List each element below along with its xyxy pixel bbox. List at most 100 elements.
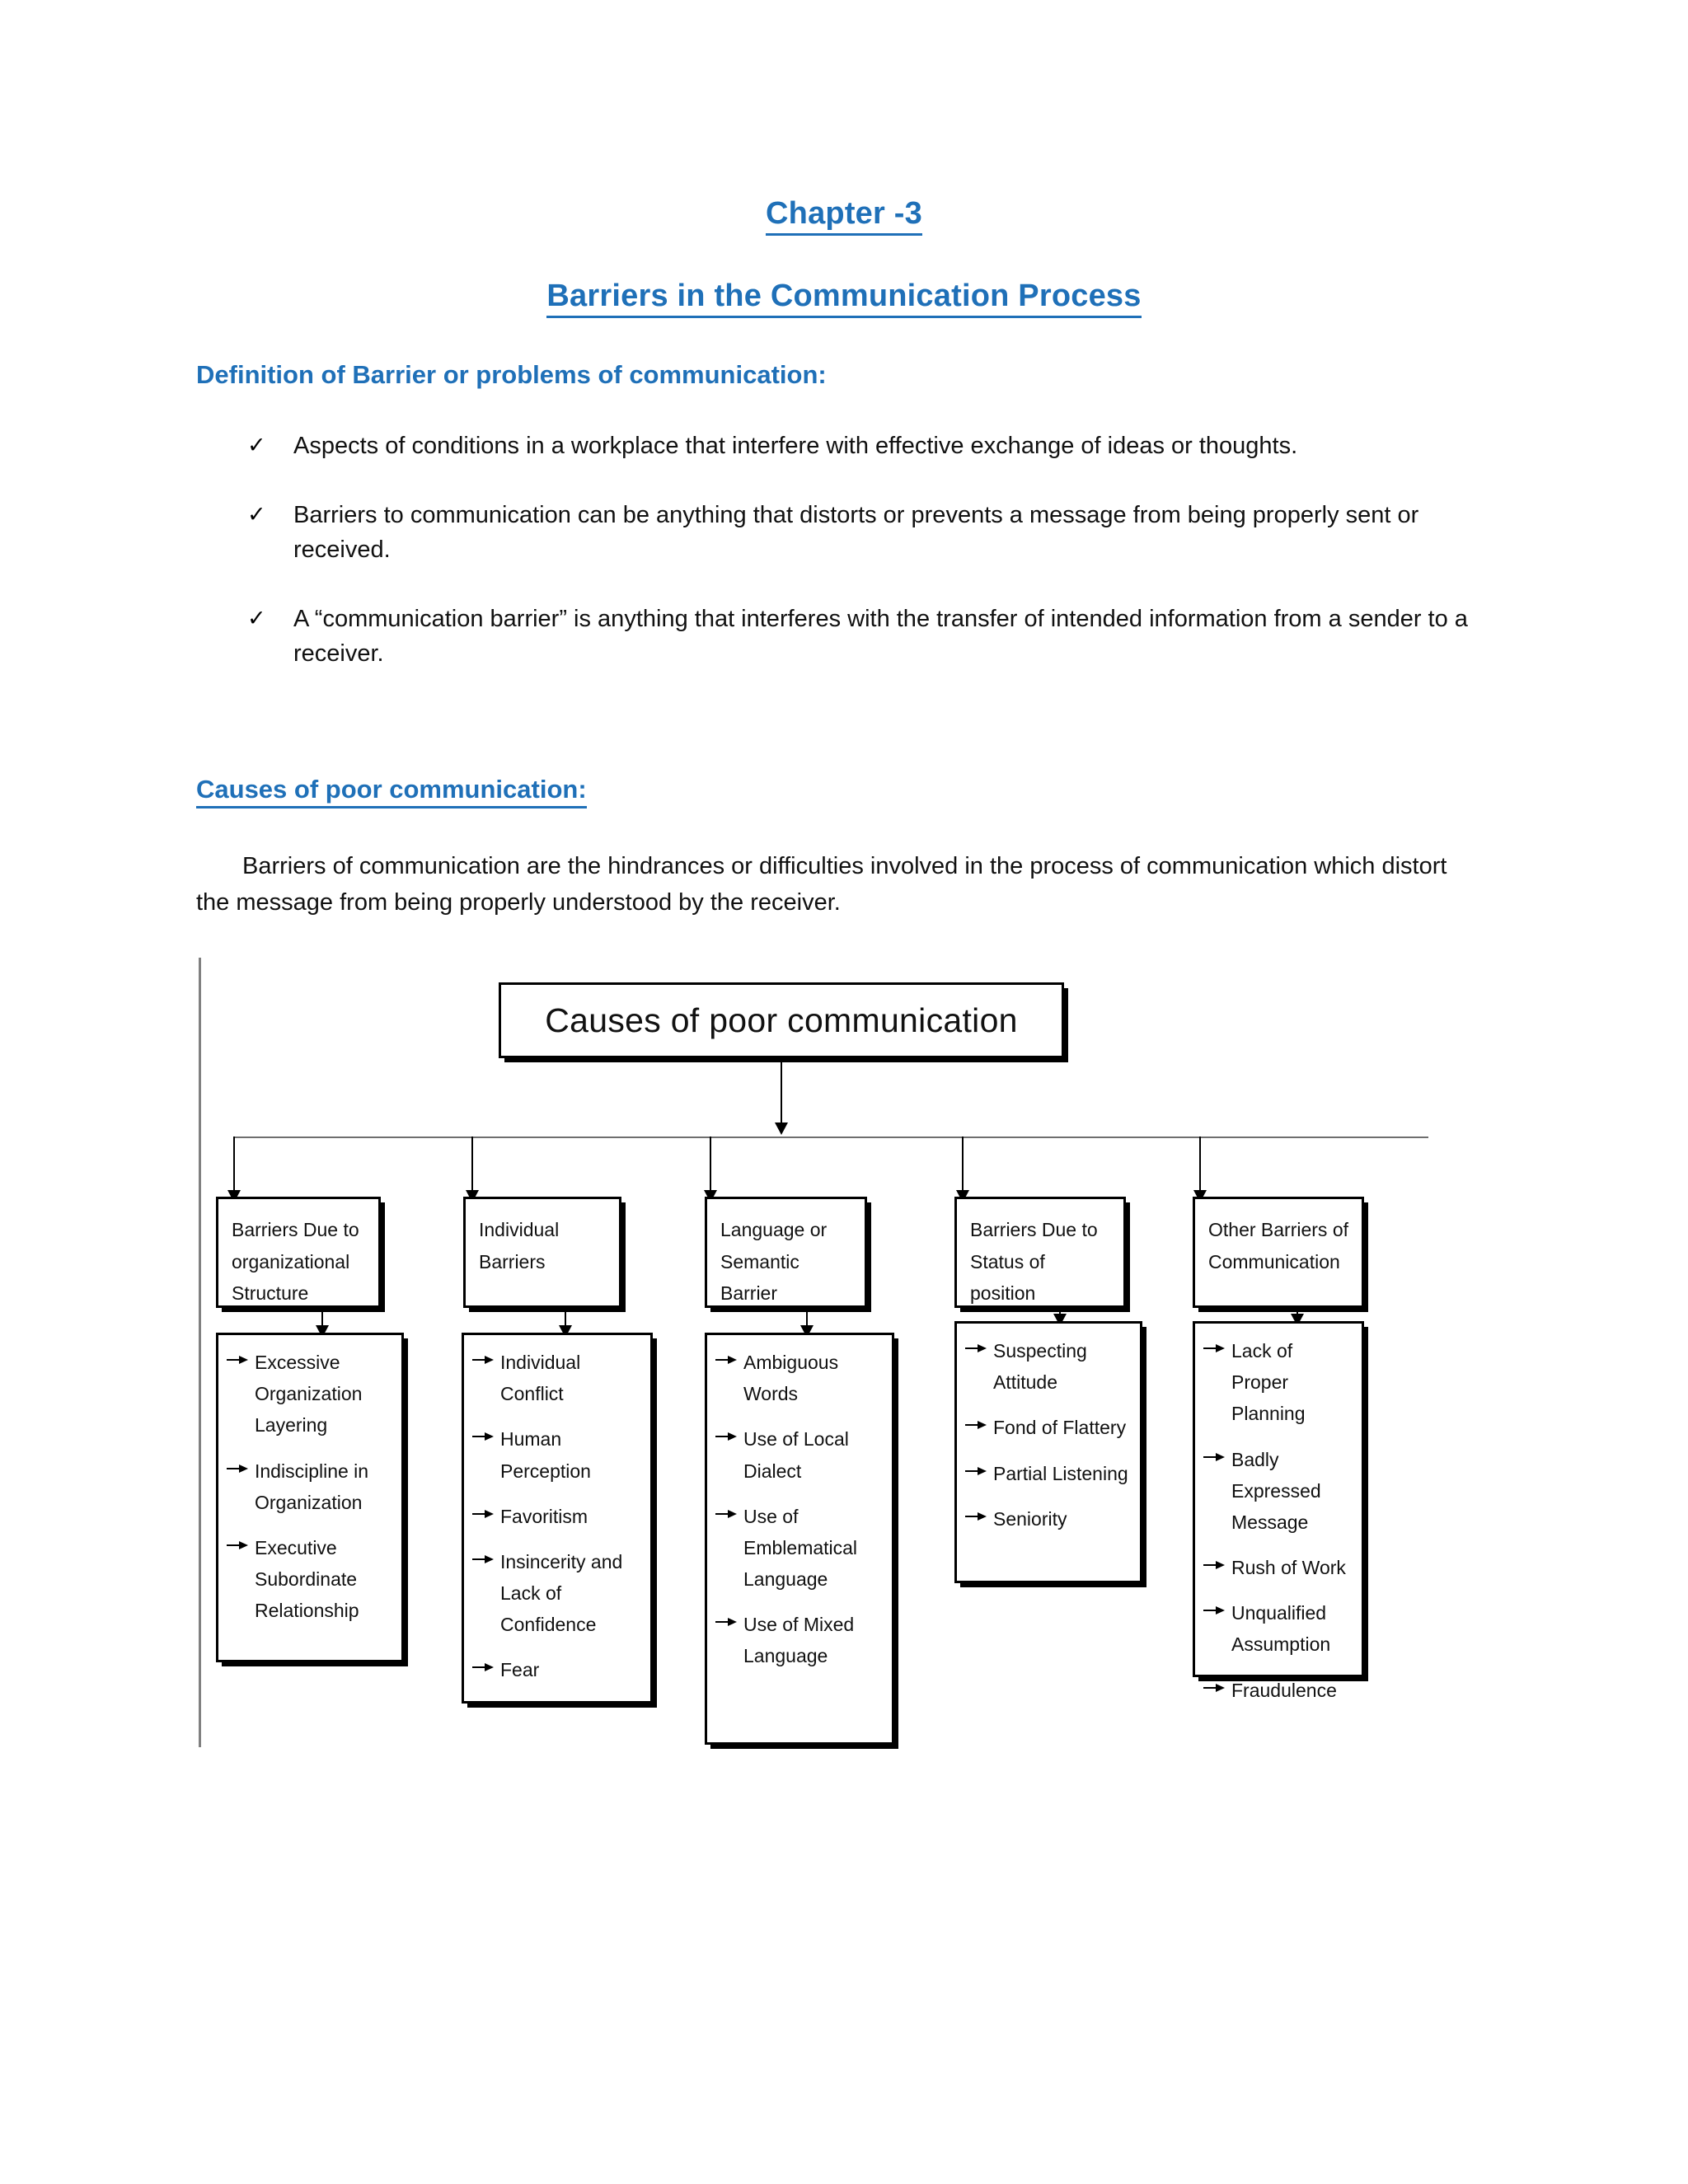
diagram-detail-item: Suspecting Attitude [965, 1335, 1132, 1398]
diagram-category-box-1: Barriers Due to organizational Structure [216, 1197, 381, 1308]
diagram-detail-item: Excessive Organization Layering [227, 1347, 393, 1441]
diagram-category-label: Language or Semantic Barrier [720, 1219, 828, 1305]
connector-drop-5 [1199, 1137, 1201, 1196]
diagram-category-box-4: Barriers Due to Status of position [954, 1197, 1126, 1308]
diagram-root-box: Causes of poor communication [499, 982, 1064, 1058]
diagram-detail-item: Fear [472, 1654, 642, 1685]
connector-bus [233, 1137, 1428, 1138]
page-title-text: Barriers in the Communication Process [546, 279, 1142, 318]
page-title: Barriers in the Communication Process [0, 279, 1688, 318]
arrow-right-icon [472, 1554, 495, 1563]
diagram-detail-label: Insincerity and Lack of Confidence [500, 1550, 623, 1636]
arrow-right-icon [1203, 1561, 1226, 1570]
diagram-detail-label: Use of Mixed Language [743, 1614, 855, 1667]
checkmark-icon: ✓ [247, 502, 266, 527]
arrow-right-icon [965, 1511, 988, 1521]
diagram-detail-label: Partial Listening [993, 1462, 1128, 1484]
arrow-right-icon [472, 1509, 495, 1518]
diagram-detail-item: Unqualified Assumption [1203, 1597, 1353, 1660]
arrow-right-icon [227, 1464, 250, 1473]
diagram-detail-item: Use of Mixed Language [715, 1609, 884, 1671]
section-heading-causes-text: Causes of poor communication: [196, 775, 587, 808]
connector-drop-2 [471, 1137, 473, 1196]
diagram-root-label: Causes of poor communication [545, 1001, 1018, 1039]
diagram-detail-box-3: Ambiguous Words Use of Local Dialect Use… [705, 1333, 894, 1745]
arrow-right-icon [715, 1509, 738, 1518]
connector-root-stem [781, 1060, 782, 1127]
intro-paragraph: Barriers of communication are the hindra… [196, 853, 1447, 916]
diagram-category-label: Barriers Due to organizational Structure [232, 1219, 359, 1305]
diagram-detail-label: Unqualified Assumption [1231, 1602, 1331, 1656]
arrow-right-icon [1203, 1344, 1226, 1352]
diagram-detail-label: Individual Conflict [500, 1352, 581, 1405]
diagram-detail-label: Seniority [993, 1507, 1067, 1530]
diagram-detail-item: Use of Emblematical Language [715, 1501, 884, 1596]
diagram-detail-label: Badly Expressed Message [1231, 1448, 1321, 1533]
diagram-category-box-5: Other Barriers of Communication [1193, 1197, 1364, 1308]
diagram-detail-box-5: Lack of Proper Planning Badly Expressed … [1193, 1321, 1364, 1701]
diagram-detail-label: Indiscipline in Organization [255, 1460, 369, 1513]
section-heading-definition: Definition of Barrier or problems of com… [196, 360, 827, 390]
chapter-title-text: Chapter -3 [766, 196, 922, 236]
list-item: ✓ A “communication barrier” is anything … [247, 602, 1500, 671]
arrow-right-icon [1203, 1452, 1226, 1461]
arrow-right-icon [472, 1663, 495, 1672]
diagram-detail-item: Badly Expressed Message [1203, 1444, 1353, 1539]
diagram-detail-item: Favoritism [472, 1501, 642, 1532]
connector-drop-1 [233, 1137, 235, 1196]
definition-bullet-list: ✓ Aspects of conditions in a workplace t… [247, 429, 1500, 705]
diagram-detail-box-1: Excessive Organization Layering Indiscip… [216, 1333, 404, 1662]
arrow-right-icon [965, 1344, 988, 1352]
arrow-right-icon [1203, 1683, 1226, 1692]
diagram-detail-item: Fond of Flattery [965, 1412, 1132, 1443]
connector-drop-4 [962, 1137, 964, 1196]
diagram-detail-item: Individual Conflict [472, 1347, 642, 1409]
diagram-category-label: Other Barriers of Communication [1208, 1219, 1348, 1272]
diagram-detail-item: Indiscipline in Organization [227, 1455, 393, 1518]
diagram-detail-item: Lack of Proper Planning [1203, 1335, 1353, 1430]
arrow-right-icon [472, 1432, 495, 1441]
section-heading-definition-text: Definition of Barrier or problems of com… [196, 360, 827, 389]
diagram-left-rule [199, 958, 201, 1747]
list-item-text: A “communication barrier” is anything th… [293, 606, 1468, 668]
list-item: ✓ Aspects of conditions in a workplace t… [247, 429, 1500, 463]
diagram-detail-box-4: Suspecting Attitude Fond of Flattery Par… [954, 1321, 1142, 1583]
diagram-category-box-3: Language or Semantic Barrier [705, 1197, 867, 1308]
arrow-right-icon [715, 1356, 738, 1364]
diagram-detail-label: Fond of Flattery [993, 1417, 1127, 1439]
diagram-detail-label: Favoritism [500, 1505, 588, 1527]
connector-cat1-detail [321, 1310, 323, 1332]
diagram-detail-label: Excessive Organization Layering [255, 1352, 363, 1436]
diagram-detail-item: Use of Local Dialect [715, 1423, 884, 1486]
connector-cat2-detail [565, 1310, 566, 1332]
diagram-detail-label: Use of Local Dialect [743, 1428, 849, 1482]
diagram-detail-item: Insincerity and Lack of Confidence [472, 1546, 642, 1641]
section-heading-causes: Causes of poor communication: [196, 775, 587, 808]
arrow-right-icon [1203, 1606, 1226, 1615]
diagram-detail-item: Partial Listening [965, 1458, 1132, 1489]
diagram-detail-item: Ambiguous Words [715, 1347, 884, 1409]
diagram-detail-label: Lack of Proper Planning [1231, 1340, 1306, 1425]
diagram-detail-item: Seniority [965, 1503, 1132, 1535]
chapter-title: Chapter -3 [0, 196, 1688, 236]
diagram-category-label: Barriers Due to Status of position [970, 1219, 1098, 1305]
list-item-text: Barriers to communication can be anythin… [293, 502, 1419, 564]
diagram-detail-label: Use of Emblematical Language [743, 1505, 858, 1591]
diagram-detail-item: Executive Subordinate Relationship [227, 1532, 393, 1627]
arrow-right-icon [472, 1356, 495, 1364]
checkmark-icon: ✓ [247, 433, 266, 457]
diagram-category-box-2: Individual Barriers [463, 1197, 621, 1308]
diagram-detail-label: Executive Subordinate Relationship [255, 1536, 359, 1622]
connector-root-arrowhead [775, 1122, 788, 1135]
diagram-detail-box-2: Individual Conflict Human Perception Fav… [462, 1333, 653, 1704]
arrow-right-icon [227, 1356, 250, 1364]
list-item: ✓ Barriers to communication can be anyth… [247, 498, 1500, 567]
connector-drop-3 [710, 1137, 711, 1196]
arrow-right-icon [965, 1466, 988, 1475]
diagram-detail-item: Human Perception [472, 1423, 642, 1486]
diagram-detail-item: Fraudulence [1203, 1675, 1353, 1706]
arrow-right-icon [715, 1618, 738, 1627]
diagram-detail-label: Rush of Work [1231, 1557, 1346, 1579]
